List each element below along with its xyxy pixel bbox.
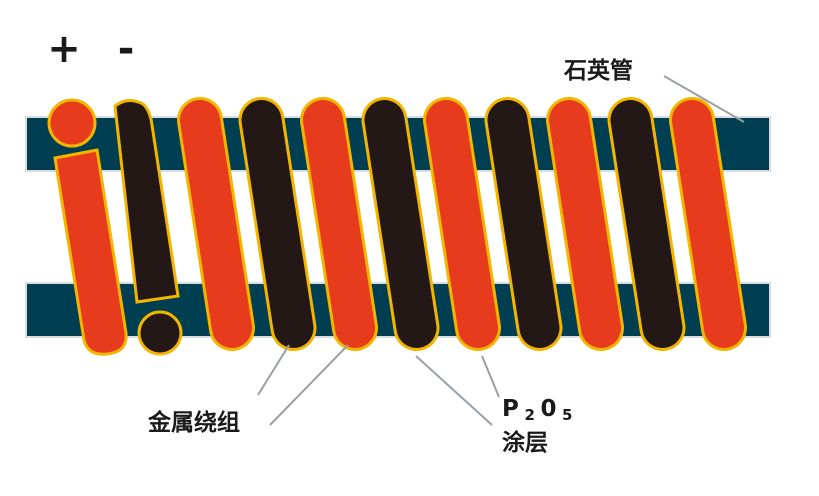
coating-formula-sub1: 2 [524, 406, 534, 424]
coating-word-label: 涂层 [502, 429, 548, 456]
coating-formula-p: P [502, 396, 519, 422]
negative-terminal-lead [113, 99, 180, 304]
negative-terminal-end [137, 310, 183, 356]
metal-coil-label: 金属绕组 [147, 409, 240, 436]
leader-coating-1 [481, 355, 500, 398]
winding-positive [180, 100, 252, 348]
leader-quartz-tube [663, 75, 745, 123]
winding-negative [487, 100, 560, 348]
negative-terminal-symbol: - [118, 26, 135, 72]
winding-positive [672, 100, 744, 348]
winding-negative [241, 100, 314, 348]
winding-positive [303, 100, 375, 348]
positive-terminal-symbol: + [47, 26, 81, 72]
coating-formula-o: 0 [540, 396, 556, 422]
first-winding [47, 98, 183, 356]
coating-formula-sub2: 5 [562, 406, 572, 424]
winding-positive [549, 100, 621, 348]
leader-lines [257, 75, 745, 426]
metal-windings [177, 97, 747, 351]
coating-formula-label: P 2 0 5 [502, 396, 572, 424]
leader-coil-1 [257, 344, 290, 396]
winding-negative [364, 100, 437, 348]
positive-terminal-end [47, 98, 97, 148]
leader-coating-2 [415, 355, 493, 426]
winding-positive [426, 100, 498, 348]
quartz-tube-label: 石英管 [563, 57, 633, 84]
leader-coil-2 [269, 344, 349, 426]
winding-negative [610, 100, 683, 348]
positive-terminal-lead [53, 148, 128, 356]
